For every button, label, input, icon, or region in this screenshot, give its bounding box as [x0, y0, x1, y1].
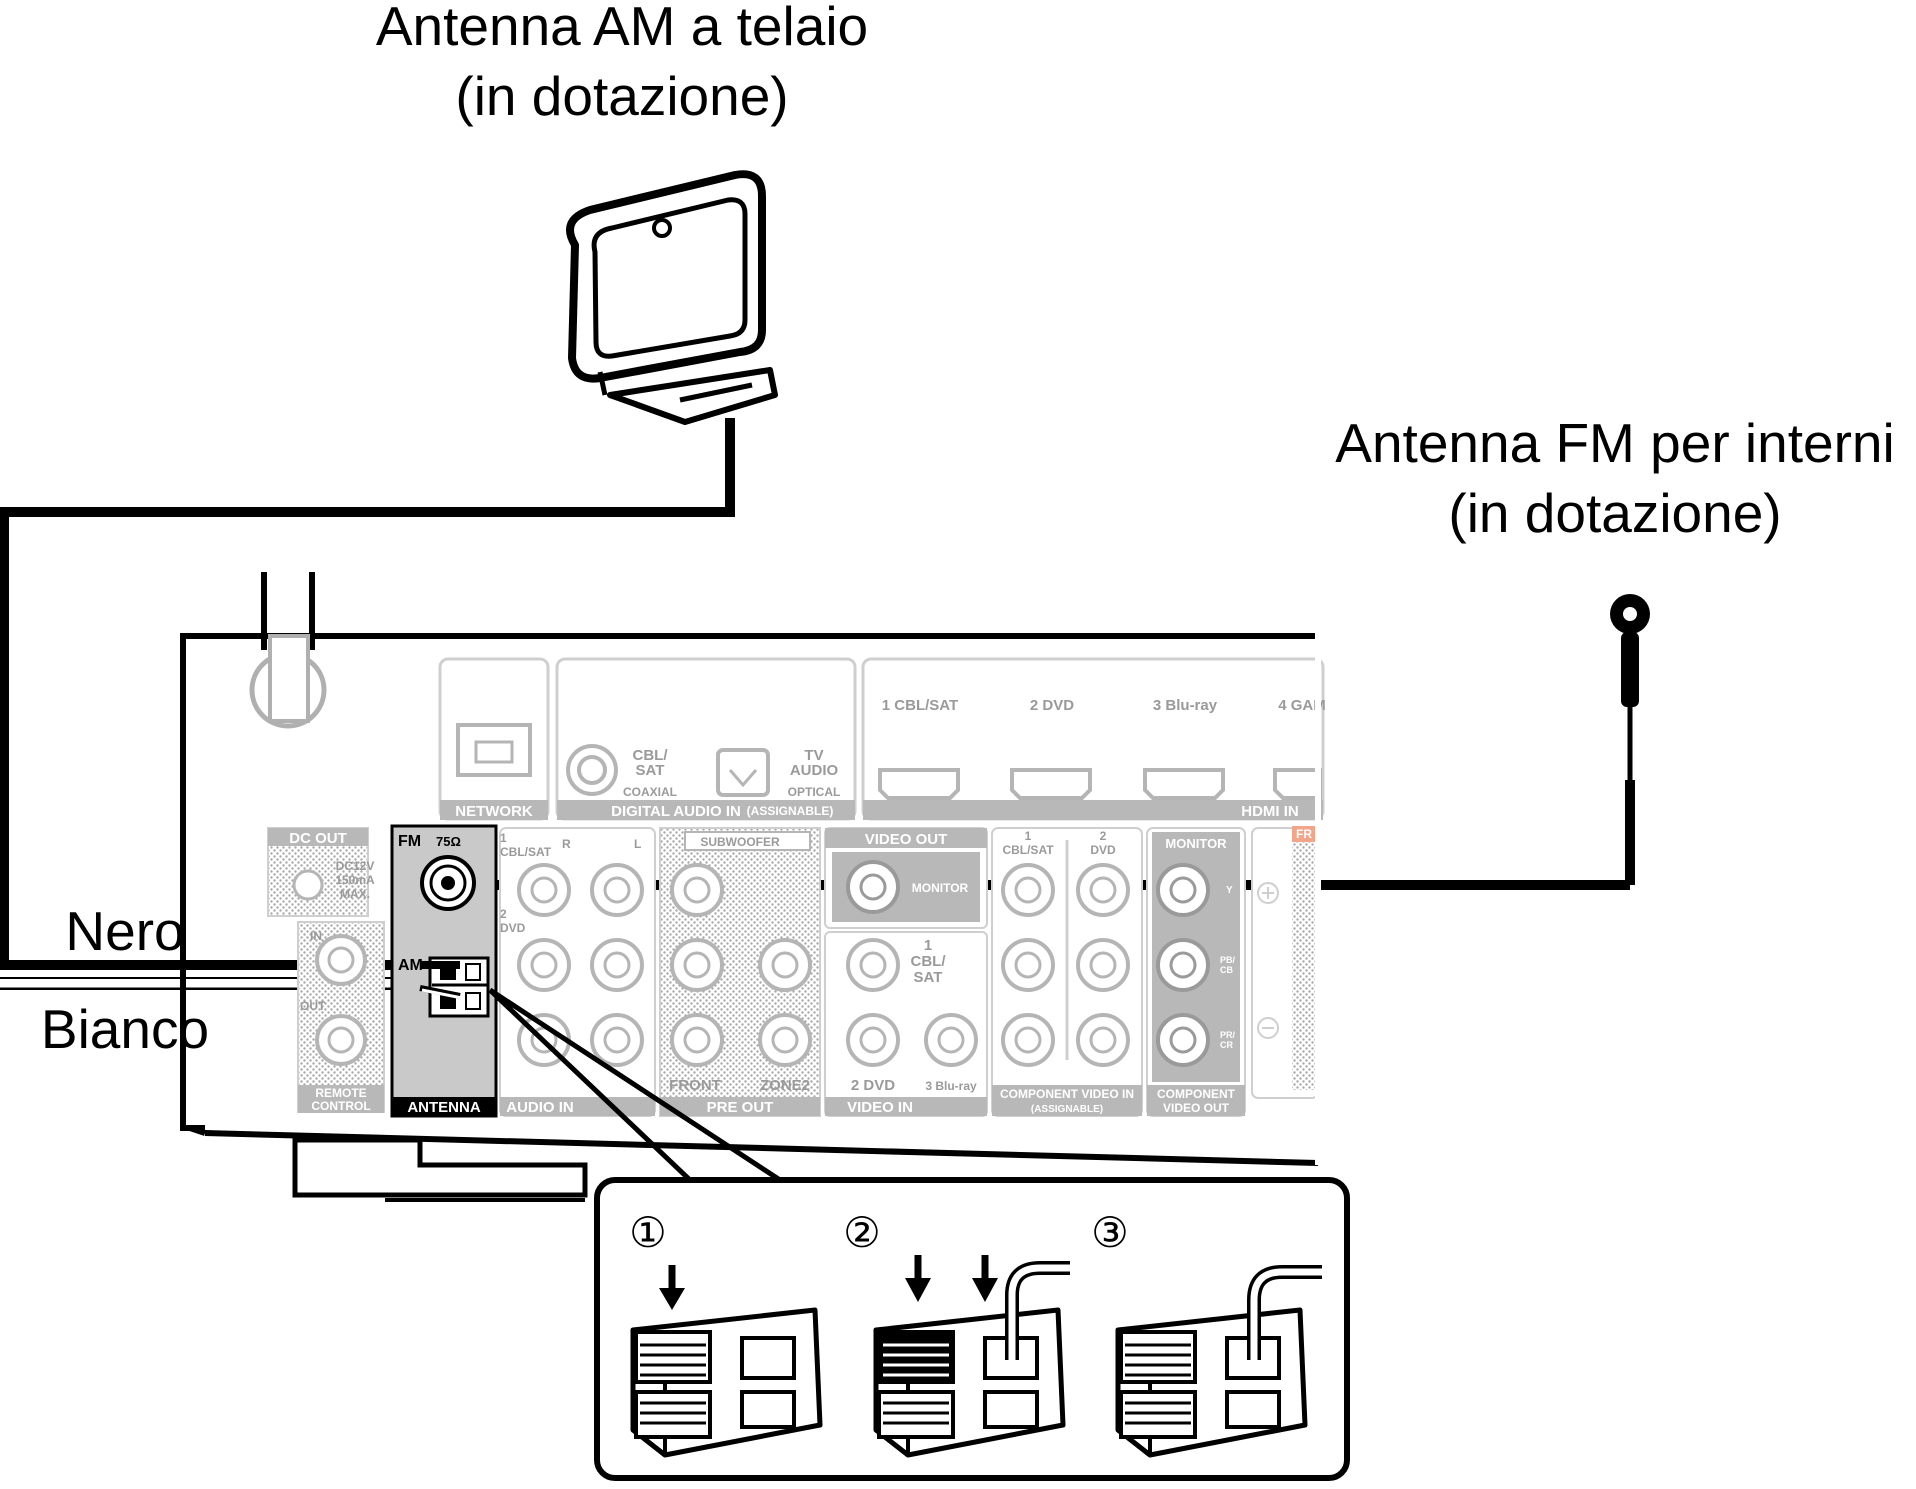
audio-in-label: AUDIO IN	[506, 1099, 574, 1116]
svg-text:REMOTE: REMOTE	[315, 1086, 366, 1100]
svg-text:CBL/SAT: CBL/SAT	[500, 845, 552, 859]
svg-text:CBL/: CBL/	[911, 953, 947, 970]
component-video-in-label: COMPONENT VIDEO IN	[1000, 1087, 1134, 1101]
svg-text:2 DVD: 2 DVD	[851, 1077, 895, 1094]
step-2-icon: ②	[843, 1209, 881, 1256]
fm-terminal-label: FM	[398, 833, 421, 850]
video-in-label: VIDEO IN	[847, 1099, 913, 1116]
svg-text:3 Blu-ray: 3 Blu-ray	[925, 1079, 977, 1093]
step-3-icon: ③	[1091, 1209, 1129, 1256]
hdmi-input-1: 1 CBL/SAT	[882, 697, 958, 714]
svg-text:150mA: 150mA	[335, 873, 375, 887]
hdmi-input-4: 4 GAM	[1278, 697, 1326, 714]
svg-text:OUT: OUT	[300, 999, 326, 1013]
svg-text:VIDEO OUT: VIDEO OUT	[1163, 1101, 1230, 1115]
hdmi-input-2: 2 DVD	[1030, 697, 1074, 714]
svg-text:DVD: DVD	[1090, 843, 1116, 857]
svg-text:ZONE2: ZONE2	[760, 1077, 810, 1094]
network-label: NETWORK	[455, 803, 533, 820]
fm-antenna-subtitle: (in dotazione)	[1448, 482, 1781, 544]
hdmi-input-3: 3 Blu-ray	[1153, 697, 1218, 714]
svg-text:SAT: SAT	[636, 762, 665, 779]
subwoofer-label: SUBWOOFER	[700, 835, 780, 849]
wire-black-label: Nero	[65, 900, 184, 962]
pre-out-label: PRE OUT	[707, 1099, 774, 1116]
svg-text:2: 2	[500, 907, 507, 921]
svg-text:MAX.: MAX.	[340, 887, 370, 901]
am-antenna-title: Antenna AM a telaio	[376, 0, 868, 57]
hdmi-in-label: HDMI IN	[1241, 803, 1299, 820]
svg-text:CR: CR	[1220, 1040, 1233, 1050]
svg-text:AUDIO: AUDIO	[790, 762, 839, 779]
svg-text:(ASSIGNABLE): (ASSIGNABLE)	[1031, 1104, 1103, 1115]
svg-text:1: 1	[1025, 829, 1032, 843]
antenna-label: ANTENNA	[407, 1099, 480, 1116]
svg-text:OPTICAL: OPTICAL	[788, 785, 841, 799]
am-antenna-cable	[0, 418, 735, 970]
svg-text:IN: IN	[310, 929, 322, 943]
svg-text:CBL/SAT: CBL/SAT	[1002, 843, 1054, 857]
digital-audio-in-label: DIGITAL AUDIO IN	[611, 803, 741, 820]
svg-text:L: L	[634, 837, 641, 851]
svg-text:CONTROL: CONTROL	[311, 1099, 370, 1113]
svg-text:PB/: PB/	[1220, 955, 1236, 965]
video-out-label: VIDEO OUT	[865, 831, 948, 848]
am-loop-antenna-icon	[566, 170, 778, 425]
fm-indoor-antenna-icon	[1610, 594, 1650, 885]
dc-out-label: DC OUT	[289, 830, 347, 847]
terminal-step-1	[630, 1307, 823, 1458]
am-terminal-detail-inset: ① ② ③	[594, 1177, 1350, 1481]
terminal-step-3	[1115, 1265, 1322, 1458]
receiver-rear-panel: NETWORK CBL/ SAT COAXIAL TV AUDIO OPTICA…	[180, 572, 1326, 1202]
svg-text:COMPONENT: COMPONENT	[1157, 1087, 1236, 1101]
svg-text:FRONT: FRONT	[669, 1077, 721, 1094]
svg-text:DVD: DVD	[500, 921, 526, 935]
svg-text:(ASSIGNABLE): (ASSIGNABLE)	[747, 804, 834, 818]
svg-text:COAXIAL: COAXIAL	[623, 785, 677, 799]
am-terminal-label: AM	[398, 957, 423, 974]
svg-text:MONITOR: MONITOR	[912, 881, 969, 895]
svg-text:PR/: PR/	[1220, 1030, 1236, 1040]
svg-text:Y: Y	[1226, 885, 1233, 896]
step-1-icon: ①	[629, 1209, 667, 1256]
terminal-step-2	[873, 1261, 1070, 1458]
am-antenna-subtitle: (in dotazione)	[455, 65, 788, 127]
fm-antenna-title: Antenna FM per interni	[1335, 412, 1894, 474]
svg-text:TV: TV	[804, 747, 823, 764]
svg-text:CBL/: CBL/	[633, 747, 669, 764]
svg-text:1: 1	[924, 937, 932, 954]
svg-text:CB: CB	[1220, 965, 1233, 975]
svg-text:75Ω: 75Ω	[436, 834, 461, 849]
svg-text:MONITOR: MONITOR	[1165, 836, 1227, 851]
svg-text:R: R	[562, 837, 571, 851]
svg-text:SAT: SAT	[914, 969, 943, 986]
svg-text:DC12V: DC12V	[336, 859, 375, 873]
svg-text:FR: FR	[1296, 827, 1312, 841]
svg-text:2: 2	[1100, 829, 1107, 843]
svg-text:1: 1	[500, 831, 507, 845]
